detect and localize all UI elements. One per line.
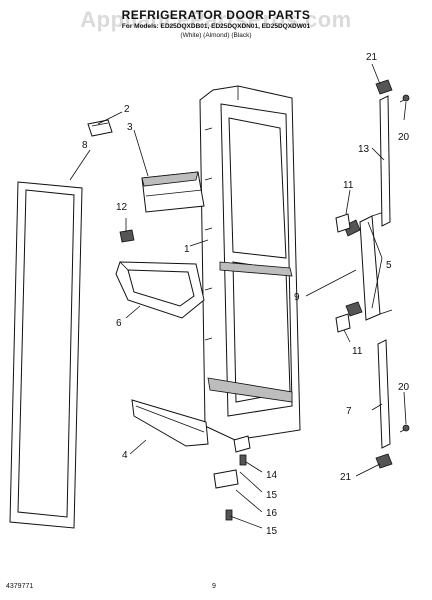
callout-9: 9: [294, 292, 300, 303]
shelf-clip[interactable]: [87, 119, 113, 137]
callout-5: 5: [386, 260, 392, 271]
handle-bracket[interactable]: [335, 213, 351, 333]
callout-21-lower: 21: [340, 472, 352, 483]
document-number: 4379771: [6, 583, 34, 590]
callout-21-upper: 21: [366, 52, 378, 63]
page-title: REFRIGERATOR DOOR PARTS: [121, 8, 311, 22]
callout-8: 8: [82, 140, 88, 151]
door-gasket[interactable]: [9, 181, 83, 529]
lower-trim[interactable]: [377, 339, 391, 449]
callout-20-lower: 20: [398, 382, 410, 393]
screws[interactable]: [225, 94, 410, 521]
callout-15-lower: 15: [266, 526, 278, 537]
page-number: 9: [212, 583, 216, 590]
callout-12: 12: [116, 202, 128, 213]
callout-14: 14: [266, 470, 278, 481]
door-liner[interactable]: [199, 85, 301, 441]
callout-15-upper: 15: [266, 490, 278, 501]
callout-3: 3: [127, 122, 133, 133]
callout-13: 13: [358, 144, 370, 155]
callout-6: 6: [116, 318, 122, 329]
shelf-retainer[interactable]: [119, 229, 135, 243]
dairy-door[interactable]: [141, 171, 205, 213]
leader-lines: [69, 63, 407, 529]
door-handle[interactable]: [343, 211, 393, 321]
callout-2: 2: [124, 104, 130, 115]
callout-20-upper: 20: [398, 132, 410, 143]
callout-1: 1: [184, 244, 190, 255]
callout-16: 16: [266, 508, 278, 519]
door-bin[interactable]: [115, 261, 205, 319]
callout-7: 7: [346, 406, 352, 417]
lower-door-bin[interactable]: [131, 399, 209, 447]
door-hinge[interactable]: [213, 435, 251, 489]
callout-11-upper: 11: [343, 180, 354, 191]
callout-11-lower: 11: [352, 346, 363, 357]
upper-trim[interactable]: [379, 95, 391, 227]
model-list: For Models: ED25DQXDB01, ED25DQXDN01, ED…: [121, 23, 311, 30]
callout-4: 4: [122, 450, 128, 461]
color-variants: (White) (Almond) (Black): [180, 32, 252, 39]
